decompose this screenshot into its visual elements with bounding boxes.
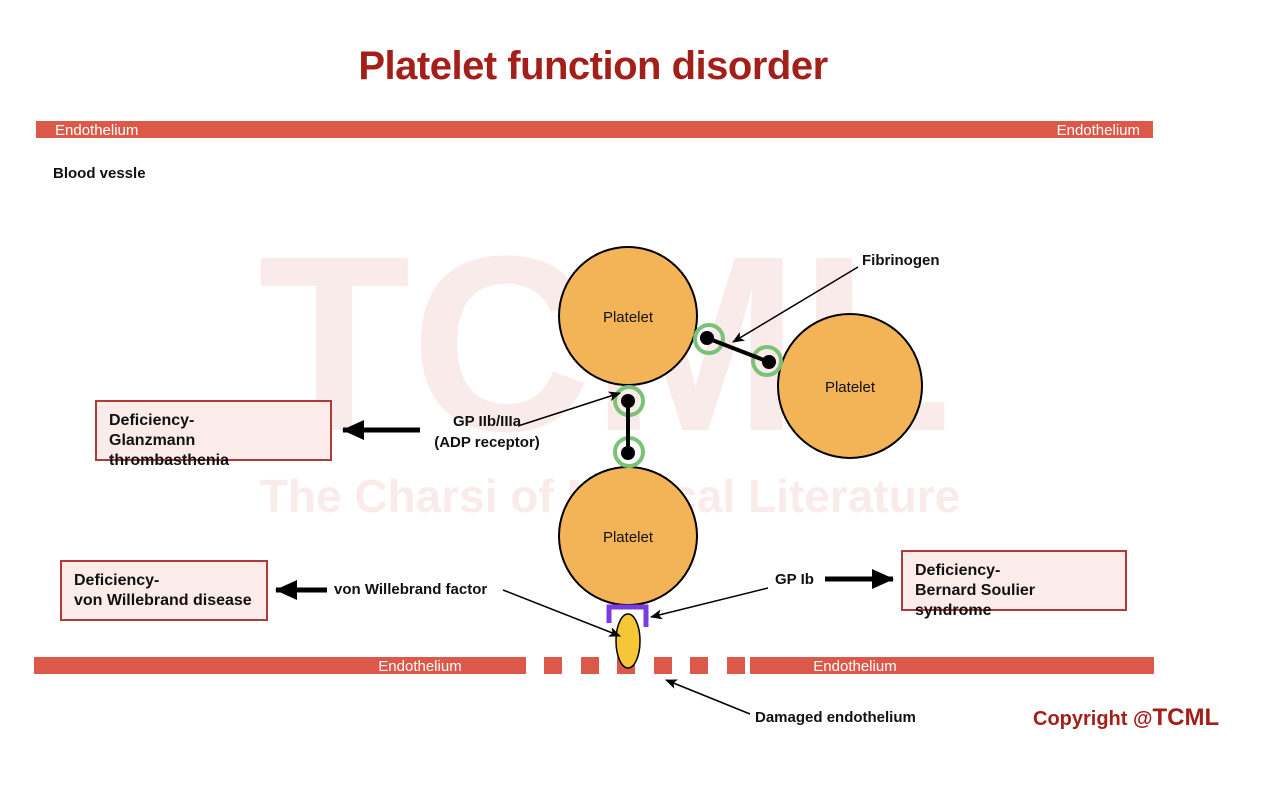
glanzmann-box-line2: Glanzmann thrombasthenia [109, 432, 230, 469]
platelet-right-label: Platelet [825, 379, 876, 396]
von-willebrand-factor [615, 613, 641, 669]
damaged-endothelium-pointer-arrow [665, 679, 751, 715]
glanzmann-box-line1: Deficiency- [109, 412, 195, 429]
fibrinogen-end [621, 394, 635, 408]
gp2b3a-label-line1: GP IIb/IIIa [452, 413, 522, 430]
bss-box-line1: Deficiency- [915, 562, 1001, 579]
fibrinogen-pointer-arrow [732, 266, 859, 343]
damaged-endothelium-label: Damaged endothelium [755, 709, 916, 726]
bss-deficiency-box: Deficiency- Bernard Soulier syndrome [901, 550, 1127, 619]
platelet-right [777, 313, 923, 459]
gp2b3a-receptor-ring [693, 323, 725, 355]
platelet-top-label: Platelet [603, 309, 654, 326]
vwd-box-line2: von Willebrand disease [74, 592, 252, 609]
page-title: Platelet function disorder [358, 44, 828, 88]
fibrinogen-end [762, 355, 776, 369]
bss-box-line2: Bernard Soulier syndrome [915, 582, 1036, 619]
gp-ib-label: GP Ib [775, 571, 814, 588]
endothelium-bottom-right-bar [750, 657, 1154, 674]
vwf-label: von Willebrand factor [334, 581, 488, 598]
fibrinogen-bridge [706, 336, 770, 364]
gp2b3a-label: GP IIb/IIIa (ADP receptor) [412, 411, 562, 453]
platelet-bottom-label: Platelet [603, 529, 654, 546]
endothelium-fragment [690, 657, 708, 674]
vwd-box-line1: Deficiency- [74, 572, 160, 589]
gp2b3a-label-line2: (ADP receptor) [434, 434, 540, 451]
endothelium-top-bar [36, 121, 1153, 138]
endothelium-fragment [544, 657, 562, 674]
endothelium-fragment [727, 657, 745, 674]
endothelium-top-left-label: Endothelium [55, 122, 138, 139]
fibrinogen-end [700, 331, 714, 345]
copyright-prefix: Copyright @ [1033, 708, 1153, 730]
vwf-pointer-arrow [502, 589, 621, 637]
copyright-brand: TCML [1152, 704, 1220, 731]
gp2b3a-pointer-arrow [517, 391, 621, 427]
gp2b3a-receptor-ring [751, 345, 783, 377]
copyright-notice: Copyright @TCML [1033, 704, 1219, 732]
glanzmann-deficiency-box: Deficiency- Glanzmann thrombasthenia [95, 400, 332, 469]
endothelium-bottom-right-label: Endothelium [813, 658, 896, 675]
blood-vessle-label: Blood vessle [53, 165, 146, 182]
vwd-deficiency-box: Deficiency- von Willebrand disease [60, 560, 268, 621]
gp-ib-receptor [606, 604, 649, 627]
endothelium-top-right-label: Endothelium [1057, 122, 1140, 139]
endothelium-bottom-left-bar [34, 657, 526, 674]
endothelium-bottom-left-label: Endothelium [378, 658, 461, 675]
endothelium-fragment [581, 657, 599, 674]
fibrinogen-label: Fibrinogen [862, 252, 940, 269]
endothelium-fragment [654, 657, 672, 674]
fibrinogen-end [621, 446, 635, 460]
gp-ib-pointer-arrow [650, 587, 769, 620]
platelet-top [558, 246, 698, 386]
